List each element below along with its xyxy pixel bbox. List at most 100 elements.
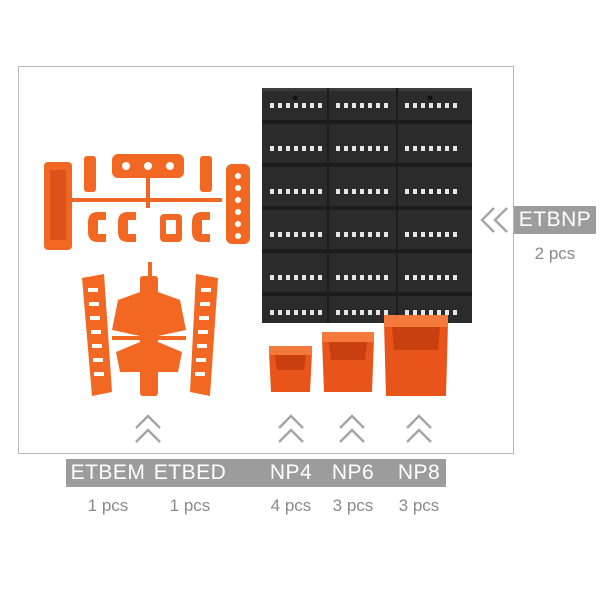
panel-slot <box>376 146 380 151</box>
panel-slot <box>286 146 290 151</box>
panel-slot <box>352 146 356 151</box>
panel-slot <box>318 189 322 194</box>
panel-slot <box>384 232 388 237</box>
panel-slot <box>344 275 348 280</box>
panel-slot <box>294 275 298 280</box>
chevron-left-icon <box>480 207 508 233</box>
panel-slot <box>352 103 356 108</box>
panel-slot <box>286 310 290 315</box>
panel-slot <box>421 146 425 151</box>
panel-slot <box>445 310 449 315</box>
panel-slot <box>344 146 348 151</box>
panel-slot <box>445 275 449 280</box>
panel-slot <box>445 189 449 194</box>
panel-slot <box>413 146 417 151</box>
panel-slot <box>445 103 449 108</box>
panel-slot <box>405 310 409 315</box>
panel-slot <box>437 146 441 151</box>
panel-slot <box>413 310 417 315</box>
panel-slot <box>270 310 274 315</box>
panel-slot <box>429 310 433 315</box>
panel-slot <box>453 275 457 280</box>
part-qty-np4: 4 pcs <box>270 496 312 515</box>
panel-slot <box>437 189 441 194</box>
panel-slot <box>344 310 348 315</box>
panel-slot <box>294 103 298 108</box>
chevron-up-icon <box>135 414 161 443</box>
panel-slot <box>368 146 372 151</box>
label-bar-bottom <box>66 459 226 487</box>
panel-slot <box>336 146 340 151</box>
panel-slot <box>368 103 372 108</box>
panel-slot <box>384 103 388 108</box>
panel-slot <box>360 275 364 280</box>
panel-slot <box>360 146 364 151</box>
panel-slot <box>368 232 372 237</box>
panel-slot <box>384 146 388 151</box>
panel-slot <box>405 232 409 237</box>
panel-slot <box>310 189 314 194</box>
part-qty-np6: 3 pcs <box>332 496 374 515</box>
panel-slot <box>310 275 314 280</box>
part-code-np4: NP4 <box>269 461 313 484</box>
panel-slot <box>278 103 282 108</box>
part-code-etbed: ETBED <box>153 461 227 484</box>
panel-slot <box>421 232 425 237</box>
panel-slot <box>368 275 372 280</box>
part-code-etbem: ETBEM <box>70 461 146 484</box>
panel-slot <box>421 189 425 194</box>
panel-slot <box>336 232 340 237</box>
panel-slot <box>453 146 457 151</box>
panel-slot <box>318 275 322 280</box>
panel-slot <box>384 275 388 280</box>
panel-slot <box>376 275 380 280</box>
panel-slot <box>294 232 298 237</box>
panel-slot <box>302 103 306 108</box>
panel-slot <box>294 189 298 194</box>
accessory-frame-etbem-image <box>44 154 250 250</box>
panel-slot <box>352 275 356 280</box>
panel-slot <box>405 189 409 194</box>
panel-slot <box>445 146 449 151</box>
part-qty-etbem: 1 pcs <box>87 496 129 515</box>
panel-slot <box>437 232 441 237</box>
panel-slot <box>336 189 340 194</box>
panel-slot <box>437 103 441 108</box>
panel-slot <box>413 103 417 108</box>
panel-slot <box>413 189 417 194</box>
panel-slot <box>405 275 409 280</box>
panel-slot <box>360 189 364 194</box>
panel-slot <box>368 310 372 315</box>
accessory-frame-etbed-image <box>82 262 218 396</box>
panel-slot <box>318 232 322 237</box>
panel-slot <box>344 103 348 108</box>
panel-slot <box>384 189 388 194</box>
panel-slot <box>310 310 314 315</box>
part-qty-np8: 3 pcs <box>398 496 440 515</box>
panel-slot <box>360 232 364 237</box>
panel-slot <box>360 103 364 108</box>
part-code-etbnp: ETBNP <box>514 206 596 234</box>
panel-slot <box>376 310 380 315</box>
panel-slot <box>278 310 282 315</box>
wall-panel-image <box>262 88 472 323</box>
chevron-up-icon <box>278 414 304 443</box>
panel-slot <box>336 310 340 315</box>
panel-slot <box>413 275 417 280</box>
panel-slot <box>445 232 449 237</box>
panel-slot <box>352 189 356 194</box>
panel-slot <box>421 103 425 108</box>
panel-slot <box>294 146 298 151</box>
panel-slot <box>278 232 282 237</box>
label-bar-bins <box>226 459 446 487</box>
part-code-np8: NP8 <box>397 461 441 484</box>
panel-slot <box>453 189 457 194</box>
panel-slot <box>270 232 274 237</box>
panel-slot <box>344 232 348 237</box>
panel-slot <box>352 310 356 315</box>
panel-slot <box>429 103 433 108</box>
panel-slot <box>310 103 314 108</box>
panel-slot <box>352 232 356 237</box>
panel-slot <box>421 275 425 280</box>
